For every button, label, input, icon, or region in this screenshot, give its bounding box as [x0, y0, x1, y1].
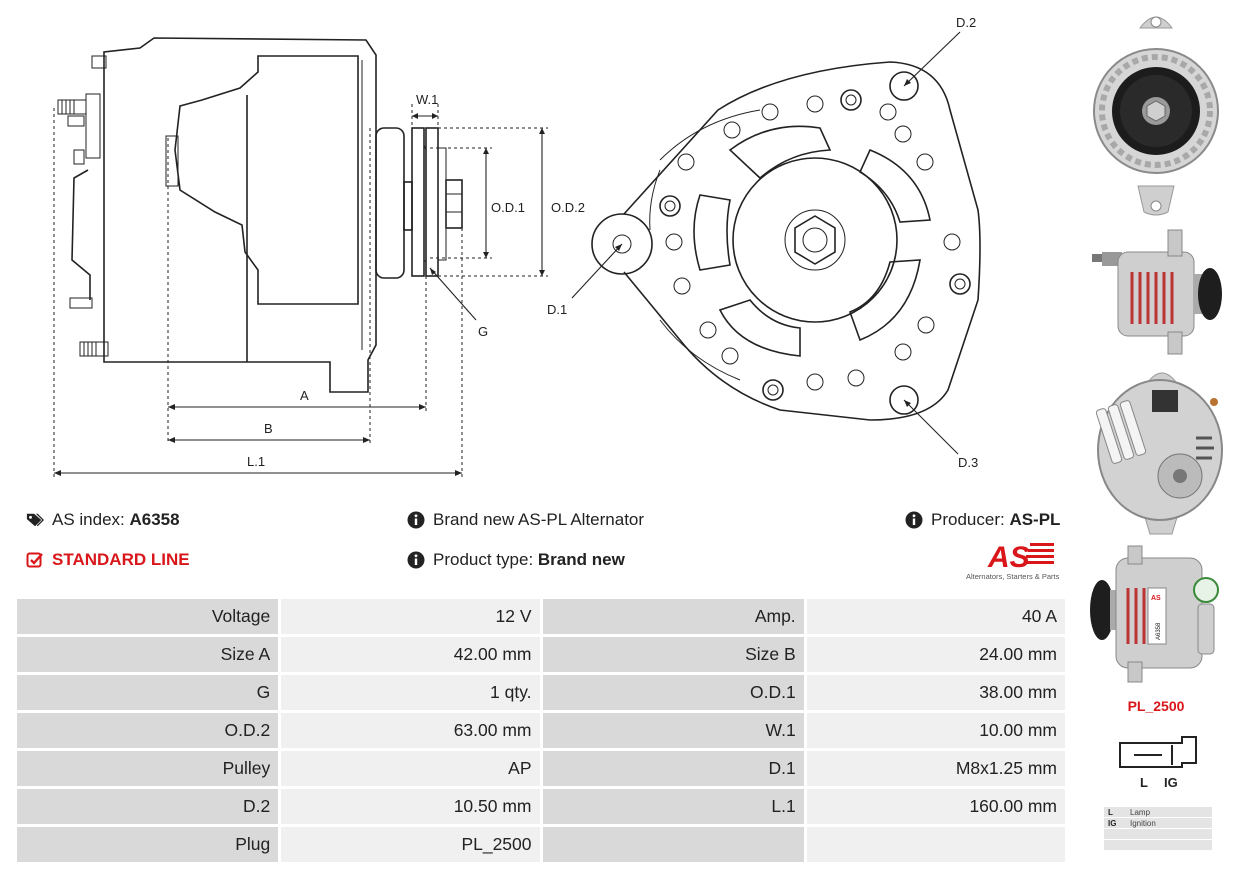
- producer-value: AS-PL: [1009, 510, 1061, 529]
- standard-line-label: STANDARD LINE: [52, 550, 190, 569]
- spec-value: 24.00 mm: [806, 637, 1065, 672]
- spec-value: 10.50 mm: [281, 789, 540, 824]
- spec-label: Voltage: [17, 599, 279, 634]
- technical-drawing: W.1 O.D.1 O.D.2 G A B L.1: [0, 0, 1080, 490]
- table-row: O.D.2 63.00 mm W.1 10.00 mm: [17, 713, 1065, 748]
- dim-label-d2: D.2: [956, 15, 976, 30]
- front-dimensions: D.2 D.3 D.1: [547, 15, 978, 470]
- logo-tagline: Alternators, Starters & Parts: [966, 572, 1060, 581]
- table-row: Size A 42.00 mm Size B 24.00 mm: [17, 637, 1065, 672]
- as-pl-logo: AS Alternators, Starters & Parts: [962, 539, 1070, 585]
- producer: Producer: AS-PL: [905, 510, 1060, 530]
- dim-label-a: A: [300, 388, 309, 403]
- legend-row: [1104, 829, 1212, 839]
- legend-row: [1104, 840, 1212, 850]
- spec-label: W.1: [542, 713, 804, 748]
- spec-value: PL_2500: [281, 827, 540, 862]
- description: Brand new AS-PL Alternator: [407, 510, 644, 530]
- spec-label: Size A: [17, 637, 279, 672]
- spec-value: [806, 827, 1065, 862]
- legend-value: Lamp: [1130, 807, 1151, 817]
- spec-value: M8x1.25 mm: [806, 751, 1065, 786]
- spec-value: 63.00 mm: [281, 713, 540, 748]
- spec-label: O.D.1: [542, 675, 804, 710]
- photo-label-code: A6358: [1156, 622, 1162, 640]
- spec-value: 1 qty.: [281, 675, 540, 710]
- product-photo-side[interactable]: [1088, 228, 1224, 356]
- legend-row: L Lamp: [1104, 807, 1212, 817]
- as-logo-mark: AS Alternators, Starters & Parts: [966, 541, 1060, 581]
- photo-label-brand: AS: [1151, 595, 1161, 602]
- side-dimensions: W.1 O.D.1 O.D.2 G A B L.1: [53, 92, 585, 478]
- table-row: D.2 10.50 mm L.1 160.00 mm: [17, 789, 1065, 824]
- spec-value: 10.00 mm: [806, 713, 1065, 748]
- plug-pin-ig: IG: [1164, 775, 1178, 790]
- spec-label: Size B: [542, 637, 804, 672]
- spec-label: G: [17, 675, 279, 710]
- logo-mark-text: AS: [987, 541, 1030, 574]
- check-square-icon: [26, 552, 43, 568]
- spec-label: [542, 827, 804, 862]
- spec-label: Pulley: [17, 751, 279, 786]
- as-index-label: AS index:: [52, 510, 125, 529]
- spec-table: Voltage 12 V Amp. 40 A Size A 42.00 mm S…: [14, 596, 1068, 865]
- product-type-value: Brand new: [537, 550, 625, 569]
- product-type-label: Product type:: [433, 550, 534, 569]
- legend-key: IG: [1108, 818, 1117, 828]
- dim-label-od1: O.D.1: [491, 200, 525, 215]
- product-photo-label-side[interactable]: AS A6358: [1088, 544, 1224, 684]
- plug-name: PL_2500: [1127, 698, 1185, 714]
- spec-value: 12 V: [281, 599, 540, 634]
- dim-label-d1: D.1: [547, 302, 567, 317]
- table-row: G 1 qty. O.D.1 38.00 mm: [17, 675, 1065, 710]
- dim-label-w1: W.1: [416, 92, 438, 107]
- table-row: Plug PL_2500: [17, 827, 1065, 862]
- spec-label: O.D.2: [17, 713, 279, 748]
- dim-label-od2: O.D.2: [551, 200, 585, 215]
- spec-label: D.1: [542, 751, 804, 786]
- spec-value: 38.00 mm: [806, 675, 1065, 710]
- as-index: AS index: A6358: [26, 510, 180, 530]
- spec-value: 42.00 mm: [281, 637, 540, 672]
- product-photo-rear[interactable]: [1088, 364, 1224, 536]
- spec-value: AP: [281, 751, 540, 786]
- side-view: [57, 37, 463, 393]
- legend-key: L: [1108, 807, 1113, 817]
- description-text: Brand new AS-PL Alternator: [433, 510, 645, 529]
- dim-label-b: B: [264, 421, 273, 436]
- dim-label-d3: D.3: [958, 455, 978, 470]
- standard-line-badge: STANDARD LINE: [26, 550, 190, 570]
- legend-value: Ignition: [1130, 818, 1156, 828]
- spec-label: Plug: [17, 827, 279, 862]
- dim-label-l1: L.1: [247, 454, 265, 469]
- spec-label: L.1: [542, 789, 804, 824]
- producer-label: Producer:: [931, 510, 1005, 529]
- info-icon: [407, 551, 425, 569]
- plug-legend: L Lamp IG Ignition: [1104, 807, 1212, 851]
- spec-value: 40 A: [806, 599, 1065, 634]
- info-icon: [905, 511, 923, 529]
- spec-label: D.2: [17, 789, 279, 824]
- spec-label: Amp.: [542, 599, 804, 634]
- legend-row: IG Ignition: [1104, 818, 1212, 828]
- front-view: [591, 61, 981, 421]
- spec-value: 160.00 mm: [806, 789, 1065, 824]
- table-row: Voltage 12 V Amp. 40 A: [17, 599, 1065, 634]
- plug-pin-l: L: [1140, 775, 1148, 790]
- dim-label-g: G: [478, 324, 488, 339]
- plug-diagram: L IG: [1112, 733, 1202, 793]
- info-icon: [407, 511, 425, 529]
- product-photo-front[interactable]: [1088, 6, 1224, 218]
- as-index-value: A6358: [129, 510, 180, 529]
- tags-icon: [26, 513, 44, 527]
- table-row: Pulley AP D.1 M8x1.25 mm: [17, 751, 1065, 786]
- product-type: Product type: Brand new: [407, 550, 625, 570]
